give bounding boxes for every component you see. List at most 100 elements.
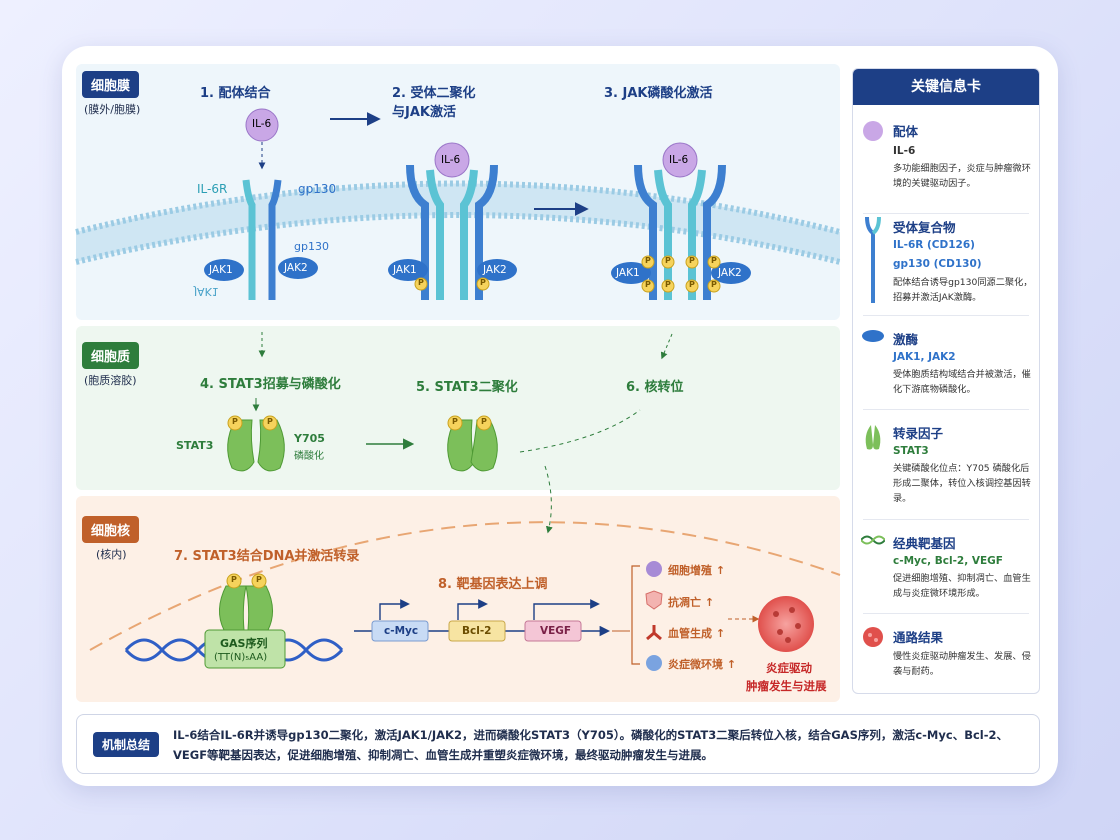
- mirrored-jak-text: JAK1: [194, 285, 219, 298]
- gene-vegf: VEGF: [540, 625, 572, 637]
- divider: [863, 315, 1029, 316]
- phospho-p: P: [452, 417, 458, 426]
- zone-tag-nucleus: 细胞核: [82, 516, 140, 543]
- gas-sequence-label: (TT(N)₅AA): [214, 652, 268, 663]
- phospho-p: P: [689, 256, 695, 265]
- stat3-dna-bound: [219, 573, 273, 631]
- stage3-jak-activation: [611, 142, 751, 300]
- phospho-p: P: [665, 256, 671, 265]
- key-item-desc: 慢性炎症驱动肿瘤发生、发展、侵袭与耐药。: [893, 651, 1031, 677]
- phospho-p: P: [645, 280, 651, 289]
- phospho-p: P: [418, 278, 424, 287]
- step2-title: 2. 受体二聚化: [392, 86, 476, 101]
- phospho-p: P: [689, 280, 695, 289]
- jak2-label-1: JAK2: [284, 262, 308, 274]
- key-item-desc: 多功能细胞因子，炎症与肿瘤微环境的关键驱动因子。: [893, 163, 1031, 189]
- kinase-icon: [862, 330, 884, 342]
- phospho-p: P: [256, 575, 262, 584]
- stage1-ligand-binding: [204, 108, 318, 300]
- stage2-dimerization: [388, 142, 517, 300]
- jak1-label-2: JAK1: [393, 264, 417, 276]
- outcome-bracket: [631, 565, 640, 665]
- step8-title: 8. 靶基因表达上调: [438, 577, 548, 592]
- summary-text: IL-6结合IL-6R并诱导gp130二聚化，激活JAK1/JAK2，进而磷酸化…: [173, 728, 1008, 762]
- gene-cmyc: c-Myc: [384, 625, 419, 637]
- gp130-label: gp130: [298, 182, 337, 196]
- il6-label-1: IL-6: [252, 118, 272, 130]
- zone-tag-cytoplasm: 细胞质: [82, 342, 140, 369]
- jak1-label-1: JAK1: [209, 264, 233, 276]
- key-item-name: STAT3: [893, 445, 929, 457]
- phospho-p: P: [665, 280, 671, 289]
- promoter-arrows: [379, 599, 600, 620]
- key-item-name: IL-6R (CD126): [893, 239, 975, 251]
- tumor-label-1: 炎症驱动: [766, 661, 812, 675]
- il6r-label: IL-6R: [197, 182, 228, 196]
- key-item-name: c-Myc, Bcl-2, VEGF: [893, 555, 1003, 567]
- gene-box-bcl2: [448, 620, 506, 642]
- key-item-title: 通路结果: [893, 630, 944, 645]
- step5-title: 5. STAT3二聚化: [416, 380, 518, 395]
- phospho-p: P: [711, 256, 717, 265]
- key-item-desc: 配体结合诱导gp130同源二聚化，招募并激活JAK激酶。: [893, 277, 1033, 303]
- gene-box-cmyc: [371, 620, 429, 642]
- divider: [863, 213, 1029, 214]
- step1-title: 1. 配体结合: [200, 86, 271, 101]
- key-item-name: gp130 (CD130): [893, 258, 982, 270]
- outcome-icons: [645, 561, 663, 671]
- ligand-icon: [863, 121, 883, 141]
- step4-title: 4. STAT3招募与磷酸化: [200, 377, 341, 392]
- receptor-icon: [865, 217, 881, 303]
- nuclear-envelope: [89, 521, 841, 651]
- gp130-label-duplicate: gp130: [294, 240, 329, 253]
- key-item-title: 转录因子: [893, 426, 944, 441]
- tumor-icon: [758, 596, 814, 652]
- key-item-title: 经典靶基因: [893, 536, 956, 551]
- stat3-icon: [865, 425, 881, 450]
- jak2-label-2: JAK2: [483, 264, 507, 276]
- outcome-angiogenesis: 血管生成 ↑: [668, 627, 726, 640]
- zone-sub-cytoplasm: (胞质溶胶): [84, 374, 137, 387]
- il6-label-2: IL-6: [441, 154, 461, 166]
- stat3-label: STAT3: [176, 439, 214, 452]
- step2-title-line2: 与JAK激活: [392, 105, 456, 120]
- gas-label: GAS序列: [220, 637, 268, 650]
- key-info-card: 关键信息卡 配体 IL-6 多功能细胞因子，炎症与肿瘤微环境的关键驱动因子。 受…: [852, 68, 1040, 694]
- key-info-title: 关键信息卡: [853, 69, 1039, 105]
- phospho-p: P: [480, 278, 486, 287]
- tumor-label-2: 肿瘤发生与进展: [746, 679, 827, 693]
- phospho-p: P: [645, 256, 651, 265]
- stat3-dimer: [447, 415, 498, 472]
- gas-element: [204, 629, 286, 669]
- outcome-proliferation: 细胞增殖 ↑: [668, 564, 726, 577]
- jak1-label-3: JAK1: [616, 267, 640, 279]
- divider: [863, 519, 1029, 520]
- key-item-desc: 受体胞质结构域结合并被激活，催化下游底物磷酸化。: [893, 369, 1031, 395]
- gene-box-vegf: [524, 620, 582, 642]
- phospho-p: P: [711, 280, 717, 289]
- tumor-icon: [863, 627, 883, 647]
- key-item-desc: 促进细胞增殖、抑制凋亡、血管生成与炎症微环境形成。: [893, 573, 1031, 599]
- step6-title: 6. 核转位: [626, 380, 684, 395]
- divider: [863, 409, 1029, 410]
- step7-title: 7. STAT3结合DNA并激活转录: [174, 549, 360, 564]
- il6-label-3: IL-6: [669, 154, 689, 166]
- summary-tag: 机制总结: [93, 732, 160, 757]
- zone-sub-nucleus: (核内): [96, 548, 127, 561]
- jak2-label-3: JAK2: [718, 267, 742, 279]
- phospho-p: P: [231, 575, 237, 584]
- key-item-desc: 关键磷酸化位点：Y705 磷酸化后形成二聚体，转位入核调控基因转录。: [893, 463, 1031, 504]
- outcome-inflammation: 炎症微环境 ↑: [668, 658, 737, 671]
- phospho-p: P: [481, 417, 487, 426]
- y705-label: Y705: [294, 432, 325, 445]
- dna-icon: [861, 535, 885, 545]
- key-item-title: 激酶: [893, 332, 919, 347]
- gene-bcl2: Bcl-2: [462, 625, 492, 637]
- stat3-unphosphorylated: [227, 398, 285, 472]
- zone-sub-membrane: (膜外/胞膜): [84, 103, 141, 116]
- key-item-name: JAK1, JAK2: [893, 351, 956, 363]
- key-item-title: 受体复合物: [893, 220, 956, 235]
- key-item-title: 配体: [893, 124, 919, 139]
- divider: [863, 613, 1029, 614]
